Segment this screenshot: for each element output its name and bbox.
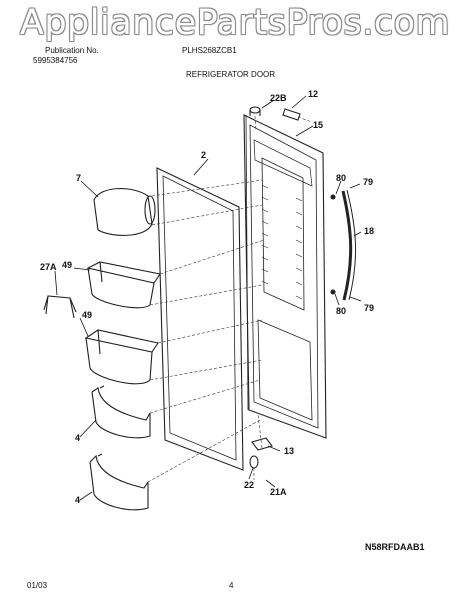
door-upper-compartment <box>261 157 305 311</box>
callout-2: 2 <box>201 150 206 160</box>
bottom-bushing <box>249 455 259 469</box>
diagram-code: N58RFDAAB1 <box>365 542 425 552</box>
callout-13: 13 <box>284 446 294 456</box>
door-lower-compartment <box>257 319 313 421</box>
callout-49-lower: 49 <box>82 310 92 320</box>
door-panel-inner-liner <box>249 124 319 429</box>
dairy-door <box>93 187 156 236</box>
callout-18: 18 <box>364 226 374 236</box>
callout-22: 22 <box>244 480 254 490</box>
watermark-logo: AppliancePartsPros.com <box>19 3 451 43</box>
section-title: REFRIGERATOR DOOR <box>186 70 276 79</box>
callout-79-upper: 79 <box>363 177 373 187</box>
bin-retainer-bracket <box>43 295 77 319</box>
callout-12: 12 <box>308 89 318 99</box>
page-number: 4 <box>229 581 234 590</box>
callout-27a: 27A <box>40 262 57 272</box>
callout-leaders <box>54 95 362 501</box>
door-shelf-rails <box>261 184 303 300</box>
door-handle <box>341 190 353 301</box>
door-shelf-lower <box>89 453 149 511</box>
publication-number: 5995384756 <box>33 56 78 65</box>
callout-22b: 22B <box>270 93 287 103</box>
callout-4-lower: 4 <box>75 495 80 505</box>
model-number: PLHS268ZCB1 <box>182 46 237 55</box>
door-gasket <box>156 167 244 471</box>
callout-49-upper: 49 <box>62 260 72 270</box>
cap-part <box>282 108 301 121</box>
bushing-top <box>249 106 261 114</box>
callout-4-upper: 4 <box>75 433 80 443</box>
bottom-hinge-plate <box>251 437 273 451</box>
callout-21a: 21A <box>270 487 287 497</box>
publication-label: Publication No. <box>45 46 99 55</box>
assembly-guide-lines <box>147 115 313 483</box>
door-bin-upper <box>86 261 161 309</box>
door-bin-lower <box>84 329 159 385</box>
publication-date: 01/03 <box>27 581 48 590</box>
door-panel-outline <box>243 114 327 439</box>
callout-80-lower: 80 <box>336 306 346 316</box>
callout-80-upper: 80 <box>336 173 346 183</box>
callout-79-lower: 79 <box>364 303 374 313</box>
door-shelf-upper <box>91 385 151 439</box>
callout-7: 7 <box>76 173 81 183</box>
callout-15: 15 <box>313 120 323 130</box>
